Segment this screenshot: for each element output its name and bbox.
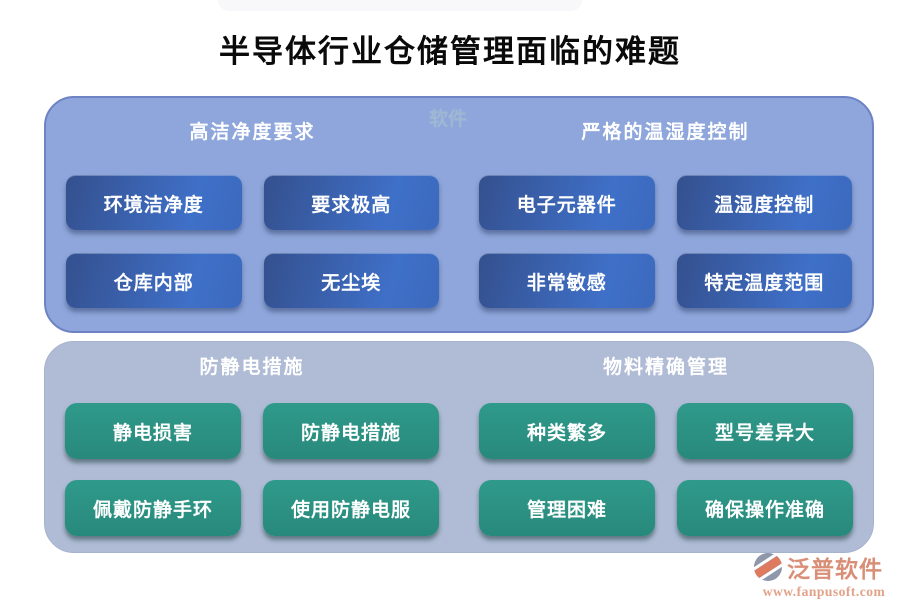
tag-grid: 环境洁净度 要求极高 仓库内部 无尘埃 bbox=[66, 175, 439, 308]
section-material-management: 物料精确管理 种类繁多 型号差异大 管理困难 确保操作准确 bbox=[459, 342, 873, 552]
brand-url: www.fanpusoft.com bbox=[762, 584, 886, 599]
section-header-material-management: 物料精确管理 bbox=[602, 357, 729, 378]
brand-logo-row: 泛普软件 bbox=[752, 550, 896, 584]
tag-electronic-components: 电子元器件 bbox=[479, 175, 655, 230]
tag-dust-free: 无尘埃 bbox=[263, 253, 439, 308]
tag-ensure-accurate-operation: 确保操作准确 bbox=[677, 480, 853, 536]
tag-specific-temperature-range: 特定温度范围 bbox=[676, 253, 852, 308]
tag-warehouse-interior: 仓库内部 bbox=[66, 253, 242, 308]
tag-antistatic-wristband: 佩戴防静手环 bbox=[65, 480, 241, 536]
brand-logo-link[interactable]: 泛普软件 www.fanpusoft.com bbox=[752, 550, 896, 600]
section-antistatic: 防静电措施 静电损害 防静电措施 佩戴防静手环 使用防静电服 bbox=[45, 342, 459, 552]
tag-management-difficulty: 管理困难 bbox=[479, 480, 655, 536]
section-header-temperature-humidity: 严格的温湿度控制 bbox=[581, 122, 750, 143]
tag-antistatic-measures: 防静电措施 bbox=[263, 403, 439, 459]
tag-grid: 电子元器件 温湿度控制 非常敏感 特定温度范围 bbox=[479, 175, 852, 308]
tag-extremely-high-requirement: 要求极高 bbox=[263, 175, 439, 230]
brand-name: 泛普软件 bbox=[787, 556, 883, 582]
tag-very-sensitive: 非常敏感 bbox=[479, 253, 655, 308]
section-temperature-humidity: 严格的温湿度控制 电子元器件 温湿度控制 非常敏感 特定温度范围 bbox=[459, 98, 872, 331]
tag-env-cleanliness: 环境洁净度 bbox=[66, 175, 242, 230]
section-header-cleanliness: 高洁净度要求 bbox=[189, 122, 316, 143]
panel-cleanliness-temperature: 高洁净度要求 环境洁净度 要求极高 仓库内部 无尘埃 严格的温湿度控制 电子元器… bbox=[44, 96, 874, 333]
panel-antistatic-material: 防静电措施 静电损害 防静电措施 佩戴防静手环 使用防静电服 物料精确管理 种类… bbox=[44, 341, 874, 553]
tag-grid: 种类繁多 型号差异大 管理困难 确保操作准确 bbox=[479, 403, 853, 536]
tag-model-differences: 型号差异大 bbox=[677, 403, 853, 459]
fanpu-logo-icon bbox=[752, 551, 784, 583]
section-cleanliness: 高洁净度要求 环境洁净度 要求极高 仓库内部 无尘埃 bbox=[46, 98, 459, 331]
tag-antistatic-clothing: 使用防静电服 bbox=[263, 480, 439, 536]
top-decoration bbox=[218, 0, 582, 11]
page-title: 半导体行业仓储管理面临的难题 bbox=[219, 34, 681, 69]
section-header-antistatic: 防静电措施 bbox=[199, 357, 305, 378]
tag-many-varieties: 种类繁多 bbox=[479, 403, 655, 459]
tag-temp-humidity-control: 温湿度控制 bbox=[676, 175, 852, 230]
tag-static-damage: 静电损害 bbox=[65, 403, 241, 459]
tag-grid: 静电损害 防静电措施 佩戴防静手环 使用防静电服 bbox=[65, 403, 439, 536]
